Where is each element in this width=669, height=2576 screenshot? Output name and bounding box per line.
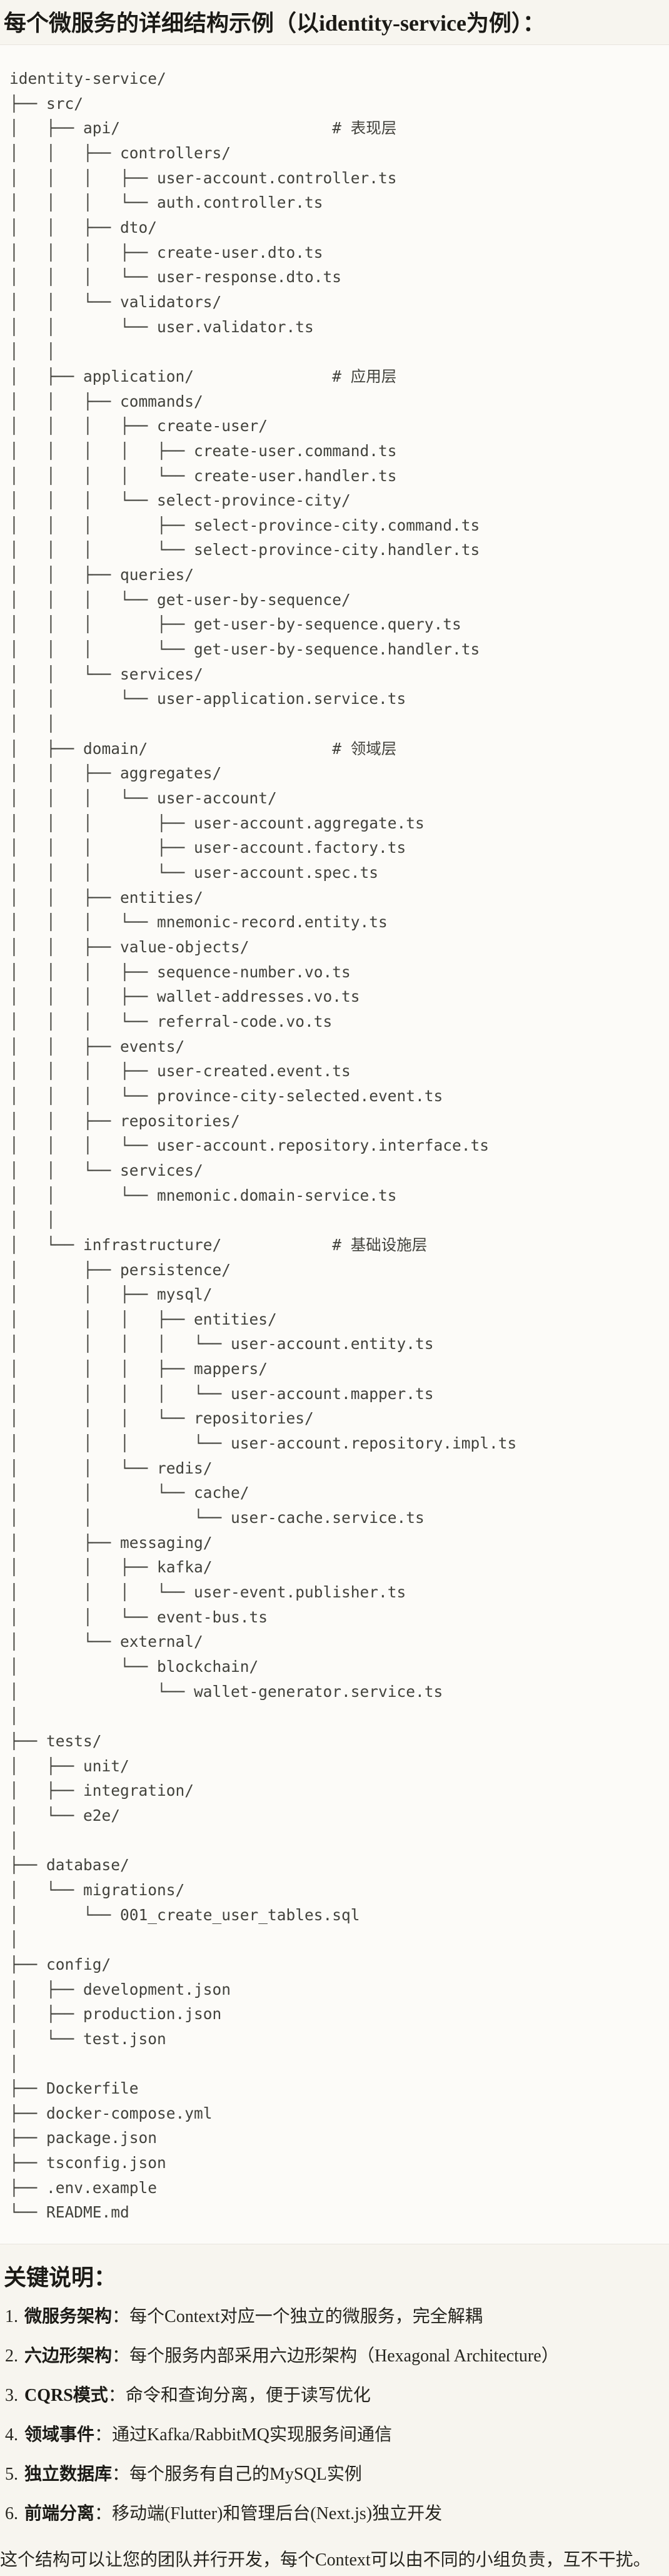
note-label: 六边形架构 bbox=[24, 2346, 113, 2366]
note-colon: ： bbox=[112, 2346, 130, 2366]
notes-list: 1.微服务架构：每个Context对应一个独立的微服务，完全解耦 2.六边形架构… bbox=[4, 2305, 665, 2526]
note-label: 前端分离 bbox=[24, 2504, 95, 2524]
note-colon: ： bbox=[94, 2425, 113, 2445]
note-item: 1. 微服务架构：每个Context对应一个独立的微服务，完全解耦 bbox=[5, 2305, 665, 2329]
note-text: 命令和查询分离，便于读写优化 bbox=[125, 2386, 371, 2406]
note-number: 5. bbox=[5, 2465, 18, 2485]
note-number: 1. bbox=[5, 2307, 18, 2327]
page-title: 每个微服务的详细结构示例（以identity-service为例）： bbox=[4, 11, 545, 36]
note-item: 6. 前端分离：移动端(Flutter)和管理后台(Next.js)独立开发 bbox=[5, 2502, 665, 2526]
note-text: 每个服务内部采用六边形架构（Hexagonal Architecture） bbox=[129, 2346, 559, 2366]
note-number: 2. bbox=[5, 2346, 18, 2366]
note-colon: ： bbox=[112, 2307, 130, 2327]
note-label: CQRS模式 bbox=[24, 2386, 108, 2406]
note-colon: ： bbox=[112, 2465, 130, 2485]
note-item: 2. 六边形架构：每个服务内部采用六边形架构（Hexagonal Architec… bbox=[5, 2344, 665, 2368]
note-number: 6. bbox=[5, 2504, 18, 2524]
note-number: 3. bbox=[5, 2386, 18, 2406]
closing-note: 这个结构可以让您的团队并行开发，每个Context可以由不同的小组负责，互不干扰… bbox=[0, 2550, 651, 2570]
note-item: 3. CQRS模式：命令和查询分离，便于读写优化 bbox=[5, 2384, 665, 2408]
note-text: 每个服务有自己的MySQL实例 bbox=[129, 2465, 362, 2485]
note-colon: ： bbox=[94, 2504, 113, 2524]
directory-tree: identity-service/ ├── src/ │ ├── api/ # … bbox=[9, 69, 517, 2222]
note-text: 移动端(Flutter)和管理后台(Next.js)独立开发 bbox=[112, 2504, 443, 2524]
note-label: 微服务架构 bbox=[24, 2307, 113, 2327]
note-text: 每个Context对应一个独立的微服务，完全解耦 bbox=[129, 2307, 483, 2327]
directory-tree-block: identity-service/ ├── src/ │ ├── api/ # … bbox=[0, 44, 669, 2245]
note-number: 4. bbox=[5, 2425, 18, 2445]
notes-heading: 关键说明： bbox=[4, 2265, 117, 2291]
note-colon: ： bbox=[108, 2386, 126, 2406]
note-item: 4. 领域事件：通过Kafka/RabbitMQ实现服务间通信 bbox=[5, 2423, 665, 2447]
note-label: 独立数据库 bbox=[24, 2465, 113, 2485]
note-label: 领域事件 bbox=[24, 2425, 95, 2445]
note-item: 5. 独立数据库：每个服务有自己的MySQL实例 bbox=[5, 2463, 665, 2487]
notes-section: 关键说明： 1.微服务架构：每个Context对应一个独立的微服务，完全解耦 2… bbox=[0, 2262, 669, 2526]
note-text: 通过Kafka/RabbitMQ实现服务间通信 bbox=[112, 2425, 392, 2445]
